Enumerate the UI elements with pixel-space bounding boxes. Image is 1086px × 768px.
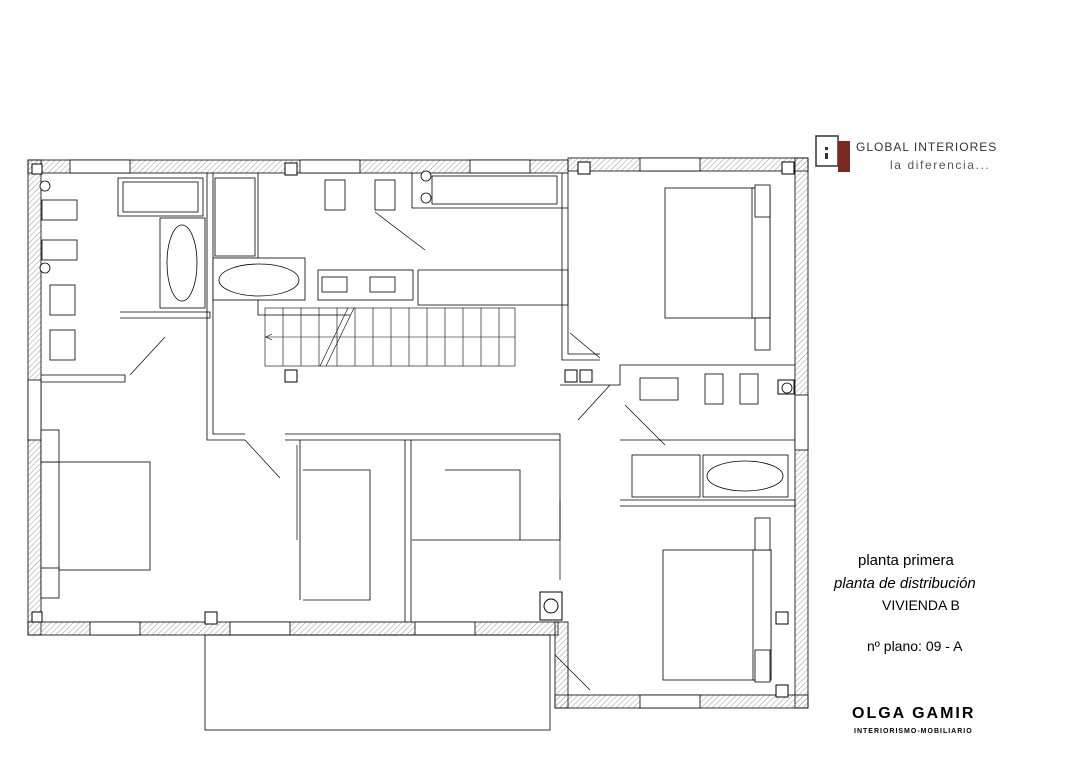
toilet-3 — [704, 373, 724, 405]
shower-tray-2 — [214, 177, 256, 257]
balcony — [204, 634, 551, 731]
wall-mid-right — [561, 173, 600, 361]
bed-headboard — [40, 461, 60, 571]
column-circle — [543, 598, 559, 614]
title-plan-type: planta de distribución — [834, 575, 976, 592]
author-subtitle: INTERIORISMO-MOBILIARIO — [854, 728, 973, 735]
window-bottom-3 — [414, 621, 476, 636]
downpipe — [781, 382, 793, 394]
wall-bath1-bottom — [41, 374, 126, 383]
sink — [369, 276, 396, 293]
window-right — [794, 394, 809, 451]
author-name: OLGA GAMIR — [852, 705, 976, 722]
bathtub-2-basin — [218, 263, 300, 297]
wall-hall-bottom — [285, 433, 561, 441]
bed-left — [54, 461, 151, 571]
downpipe — [39, 262, 51, 274]
door-leaf — [554, 654, 591, 691]
wall-bath3-bottom — [620, 499, 796, 507]
door-leaf — [374, 211, 426, 251]
wall-hall-top — [411, 173, 568, 209]
wall-mid-right-inner — [567, 173, 600, 355]
column — [284, 162, 298, 176]
title-floor: planta primera — [858, 552, 954, 569]
column — [31, 163, 43, 175]
sink-bath3 — [639, 377, 679, 401]
stair-cut-line — [325, 307, 355, 367]
nightstand — [40, 429, 60, 463]
door-leaf — [244, 439, 281, 479]
door-leaf — [129, 336, 166, 376]
stair-arrow — [265, 333, 273, 341]
downpipe — [39, 180, 51, 192]
window-top-4 — [639, 157, 701, 172]
column — [284, 369, 298, 383]
interior-walls — [41, 173, 796, 622]
window-top-1 — [69, 159, 131, 174]
bidet — [41, 239, 78, 261]
window-bottom-4 — [639, 694, 701, 709]
closet-1 — [303, 469, 371, 601]
stair-cut-line — [319, 307, 349, 367]
downpipe — [420, 170, 432, 182]
closet-2 — [445, 469, 560, 541]
wardrobe-top — [431, 175, 558, 205]
column-round — [539, 591, 563, 621]
window-bottom-1 — [89, 621, 141, 636]
wall-corridor-block — [417, 269, 569, 306]
nightstand — [754, 517, 771, 551]
column — [579, 369, 593, 383]
door-leaf — [577, 384, 611, 421]
wall-bath2 — [257, 173, 350, 316]
sink — [321, 276, 348, 293]
sink-bath1 — [49, 329, 76, 361]
beds — [40, 184, 772, 683]
window-bottom-2 — [229, 621, 291, 636]
wall-bath1-right — [120, 311, 211, 319]
brand-name: GLOBAL INTERIORES — [856, 140, 998, 154]
columns — [31, 161, 795, 698]
bidet-3 — [739, 373, 759, 405]
column — [204, 611, 218, 625]
nightstand — [754, 184, 771, 218]
brand-tagline: la diferencia... — [890, 158, 991, 172]
column — [781, 161, 795, 175]
column — [577, 161, 591, 175]
sink-bath1 — [49, 284, 76, 316]
column — [775, 611, 789, 625]
nightstand — [40, 567, 60, 599]
toilet-2 — [324, 179, 346, 211]
wall-bath3-top — [560, 364, 795, 386]
global-interiores-logo — [815, 135, 850, 172]
shower-tray-3 — [631, 454, 701, 498]
shower-inner — [122, 181, 199, 213]
bidet-2 — [374, 179, 396, 211]
bathtub-basin — [166, 224, 198, 302]
column — [564, 369, 578, 383]
column — [775, 684, 789, 698]
door-leaf — [569, 332, 601, 359]
staircase — [264, 307, 516, 367]
column — [31, 611, 43, 623]
door-leaf — [624, 404, 666, 446]
window-left — [27, 379, 42, 441]
bathroom-fixtures — [41, 175, 789, 498]
nightstand — [754, 317, 771, 351]
plan-number: nº plano: 09 - A — [867, 638, 963, 654]
title-dwelling: VIVIENDA B — [882, 597, 960, 613]
toilet — [41, 199, 78, 221]
window-top-3 — [469, 159, 531, 174]
downpipes — [39, 170, 793, 394]
doors — [129, 211, 666, 691]
bathtub-3-basin — [706, 460, 784, 492]
wall-step — [554, 621, 569, 709]
wall-hall-left — [206, 173, 245, 441]
nightstand — [754, 649, 771, 683]
window-top-2 — [299, 159, 361, 174]
downpipe — [420, 192, 432, 204]
